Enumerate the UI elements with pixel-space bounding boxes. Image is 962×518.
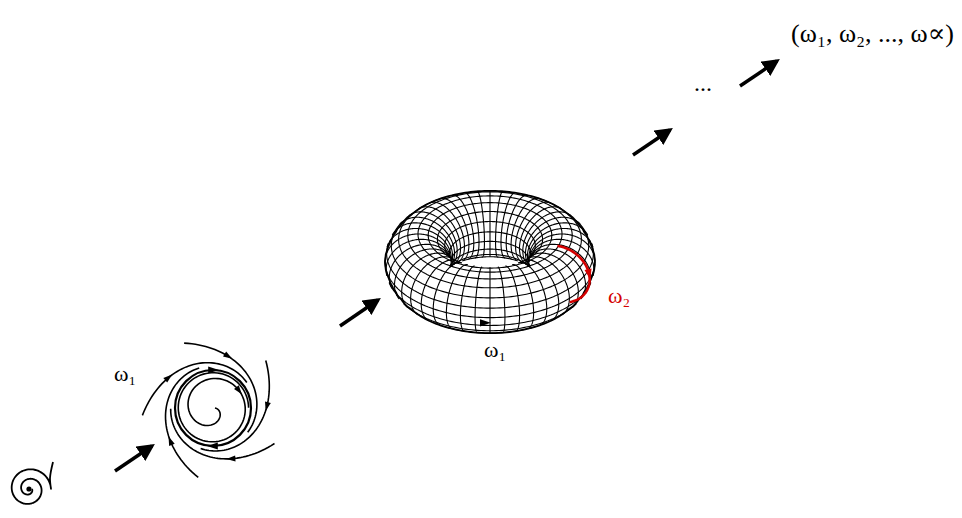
limit-cycle [142,343,274,477]
torus-meridian [441,198,469,261]
torus-parallel [408,192,572,279]
frequency-label: ω₁ [114,362,136,386]
torus-meridian [433,262,461,325]
arrow-head [169,436,175,445]
fixed-point [26,486,31,491]
torus-outline [385,191,595,333]
arrow-head [226,455,235,461]
torus-meridian [477,191,484,257]
torus-parallel [450,249,529,266]
step-arrow [340,300,378,326]
torus-parallel [437,211,542,262]
outer-trajectory [166,368,200,477]
torus-parallel [418,196,562,272]
frequency-label: ω₂ [608,284,630,308]
arrow-head [207,442,218,449]
torus-parallel [463,257,517,261]
torus-parallel [450,254,529,266]
arrow-head [234,385,242,394]
torus-parallel [399,198,582,287]
spiral-trajectory [12,462,53,504]
torus-parallel [449,232,530,258]
torus-meridian [489,191,490,257]
arrow-head [265,402,271,411]
step-arrow [633,130,670,155]
torus-meridian [523,212,572,267]
torus-parallel [391,222,588,298]
outer-trajectory [171,409,275,459]
torus-meridian [498,267,505,333]
torus-meridian [489,267,490,333]
torus-parallel [404,304,577,331]
frequency-label: ω₁ [484,338,506,362]
outer-trajectory [142,363,246,416]
torus [385,191,595,333]
torus-meridian [505,266,519,331]
cycle-orbit [175,370,251,446]
torus-meridian [460,266,474,331]
step-arrow [740,61,777,86]
inner-trajectory [178,373,248,442]
outer-trajectory [201,360,270,450]
arrow-head [223,351,232,358]
arrow-head [585,268,592,279]
step-arrows [115,61,777,471]
arrow-head [163,375,172,383]
arrow-head [480,319,491,326]
stable-focus [12,462,53,504]
torus-parallel [389,283,591,326]
torus-parallel [445,222,536,257]
step-arrow [115,446,152,471]
outer-trajectory [184,343,257,432]
ellipsis: ... [694,70,712,96]
torus-parallel [428,203,552,269]
omega2-orbit [557,246,589,302]
frequency-set: (ω₁, ω₂, ..., ω∝) [791,20,954,49]
